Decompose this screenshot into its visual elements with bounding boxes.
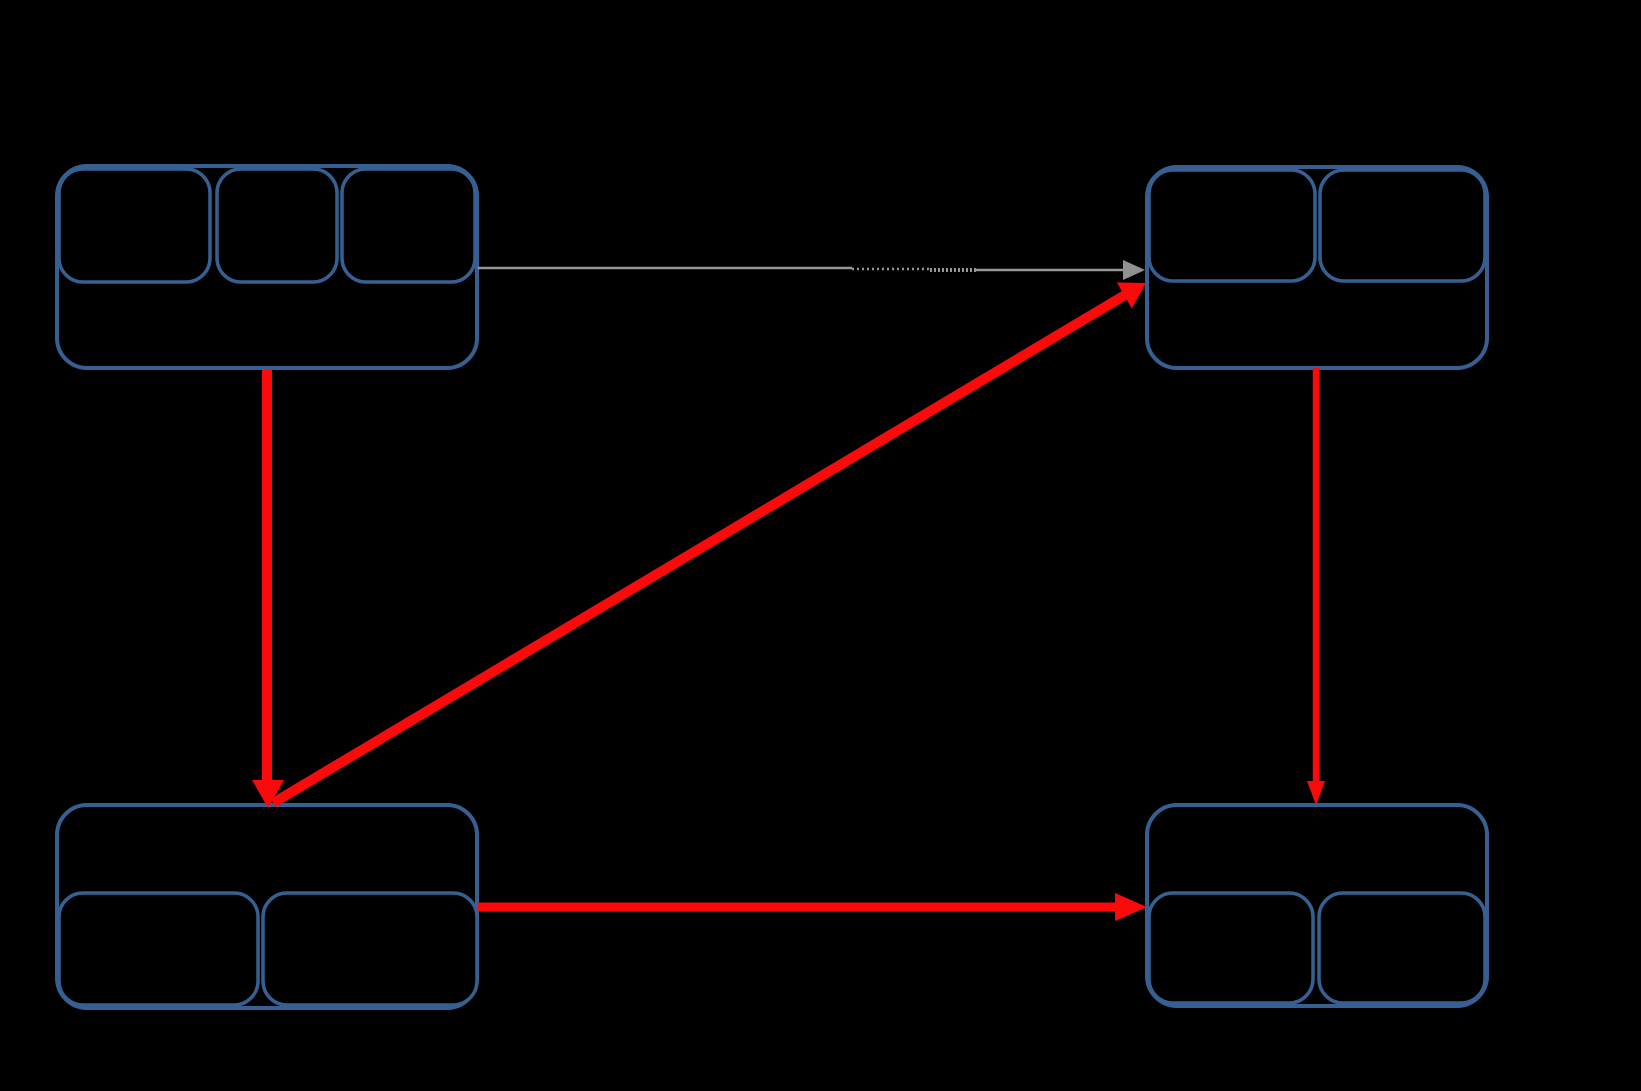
- red-arrow-down-left-head: [252, 780, 284, 808]
- bottom-left-cell-2: [261, 891, 479, 1007]
- bottom-right-cell-2: [1317, 891, 1487, 1005]
- bottom-left-cell-1: [57, 891, 260, 1007]
- top-left-cell-2: [215, 167, 339, 284]
- top-left-cell-1: [57, 167, 212, 284]
- red-arrow-diagonal-head: [1116, 282, 1146, 309]
- top-right-cell-2: [1318, 168, 1487, 283]
- gray-arrow-head: [1123, 260, 1145, 280]
- red-arrow-diagonal-segment-1: [270, 290, 1128, 808]
- red-arrow-down-right-head: [1307, 781, 1325, 805]
- red-arrow-right-head: [1115, 893, 1147, 921]
- bottom-right-cell-1: [1147, 891, 1315, 1005]
- top-left-cell-3: [340, 167, 477, 284]
- top-right-cell-1: [1147, 168, 1317, 283]
